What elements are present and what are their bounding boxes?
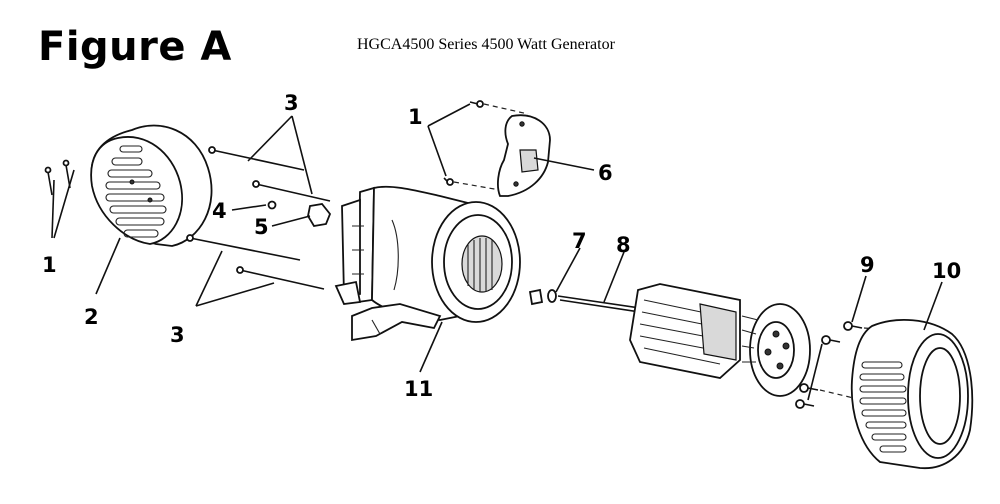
screw-part-1-left <box>44 159 75 239</box>
callout-8: 8 <box>616 233 631 257</box>
bolts-part-9 <box>795 275 891 409</box>
callout-7: 7 <box>572 229 587 253</box>
callout-3-top: 3 <box>284 91 299 115</box>
callout-3-bottom: 3 <box>170 323 185 347</box>
figure-label: Figure A <box>38 24 232 70</box>
bracket-part-6 <box>453 103 595 197</box>
callout-2: 2 <box>84 305 99 329</box>
rotor-bolt-part-8 <box>557 251 641 313</box>
callout-1-top: 1 <box>408 105 423 129</box>
nut-part-7 <box>528 247 581 306</box>
screw-part-1-top <box>427 100 484 186</box>
callout-4: 4 <box>212 199 227 223</box>
callout-1-left: 1 <box>42 253 57 277</box>
washer-part-4 <box>231 200 277 211</box>
model-title: HGCA4500 Series 4500 Watt Generator <box>357 36 615 53</box>
callout-10: 10 <box>932 259 961 283</box>
rotor-assembly <box>629 283 811 397</box>
callout-5: 5 <box>254 215 269 239</box>
end-cover-part-2 <box>90 124 213 295</box>
callout-9: 9 <box>860 253 875 277</box>
connector-part-5 <box>271 203 332 227</box>
callout-11: 11 <box>404 377 433 401</box>
through-bolts-part-3 <box>186 115 331 307</box>
callout-6: 6 <box>598 161 613 185</box>
stator-housing-part-11 <box>334 185 521 373</box>
end-housing-part-10 <box>850 281 974 469</box>
